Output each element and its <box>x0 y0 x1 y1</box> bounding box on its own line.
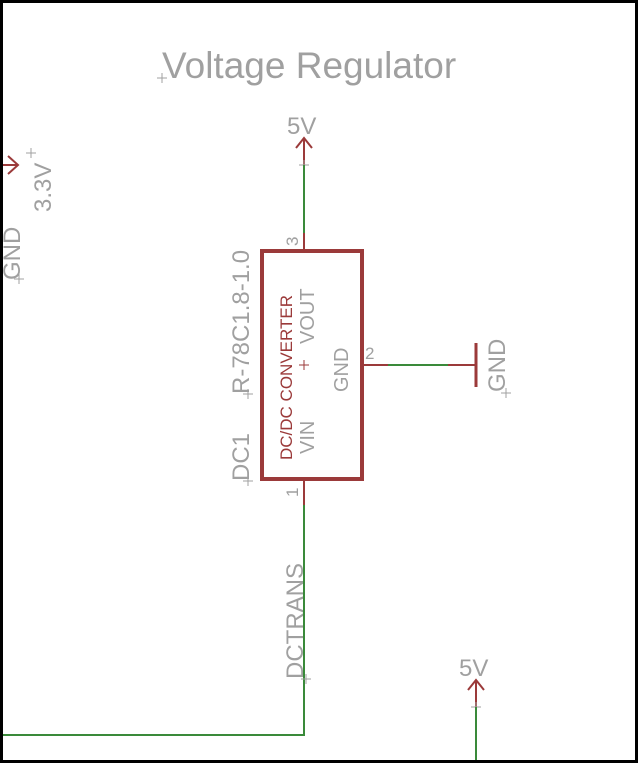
origin-marker-component <box>299 360 309 370</box>
origin-marker-title <box>157 73 167 83</box>
pin-gnd-label: GND <box>331 348 353 392</box>
origin-marker-name <box>243 476 253 486</box>
supply-5v-top-label: 5V <box>287 113 316 140</box>
origin-marker-value <box>243 389 253 399</box>
origin-marker-dctrans <box>301 674 311 684</box>
component-description: DC/DC CONVERTER <box>277 295 296 460</box>
pin-vout-label: VOUT <box>297 288 319 344</box>
component-name: DC1 <box>228 433 255 481</box>
pin-vout-number: 3 <box>283 237 302 246</box>
origin-marker-gnd-right <box>501 388 511 398</box>
wire-dctrans[interactable] <box>0 505 305 736</box>
net-label-dctrans: DCTRANS <box>282 563 309 679</box>
origin-marker-3v3 <box>26 148 36 158</box>
sheet-background <box>3 3 635 760</box>
pin-vin-number: 1 <box>283 488 302 497</box>
ground-left-label: GND <box>0 227 26 280</box>
origin-marker-gnd-left <box>14 274 24 284</box>
supply-3v3-label: 3.3V <box>30 163 57 212</box>
pin-vin-label: VIN <box>297 421 319 454</box>
pin-gnd-number: 2 <box>365 344 374 363</box>
component-value: R-78C1.8-1.0 <box>228 250 255 394</box>
supply-5v-bottom-label: 5V <box>459 655 488 682</box>
sheet-title: Voltage Regulator <box>162 45 456 86</box>
ground-right-label: GND <box>484 339 511 392</box>
